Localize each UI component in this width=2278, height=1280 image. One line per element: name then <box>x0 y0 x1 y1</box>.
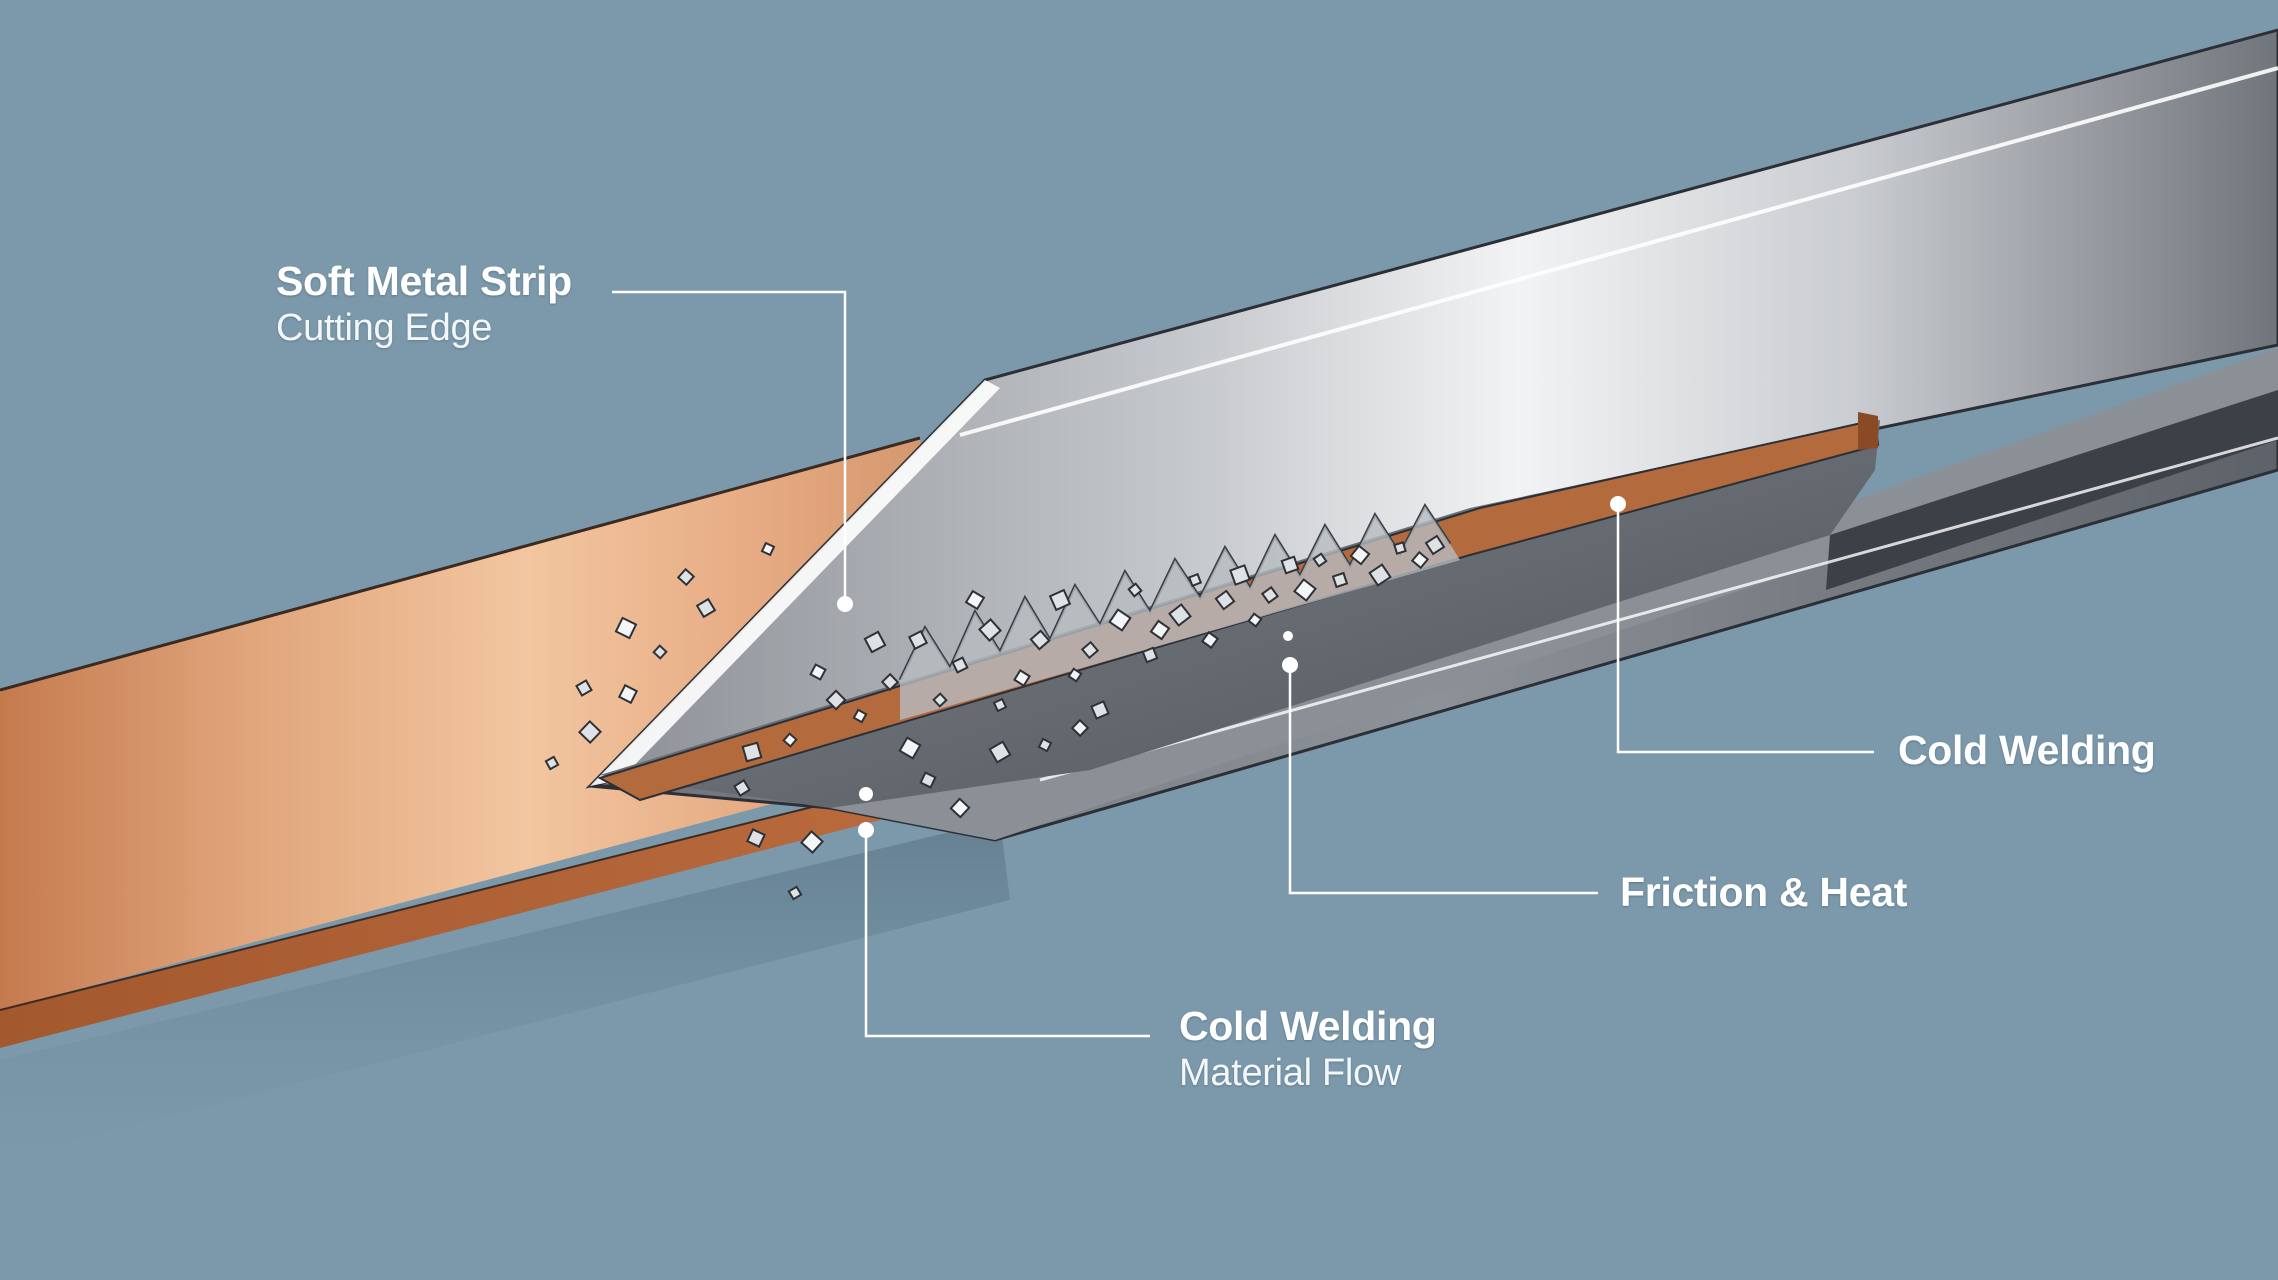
debris-particle <box>782 732 798 748</box>
debris-particle <box>1424 534 1446 556</box>
debris-particle <box>614 616 638 640</box>
debris-particle <box>1187 572 1203 588</box>
label-cold-welding-right-title: Cold Welding <box>1898 727 2156 773</box>
debris-particle <box>1127 582 1143 598</box>
debris-particle <box>741 741 763 763</box>
debris-particle <box>787 885 803 901</box>
debris-particle <box>825 689 847 711</box>
debris-particle <box>919 771 937 789</box>
blade-lower-highlight <box>1039 436 2278 782</box>
callout-dots <box>837 496 1626 838</box>
label-soft-metal-strip-subtitle: Cutting Edge <box>276 307 493 349</box>
debris-particle <box>1029 629 1051 651</box>
debris-particle <box>1108 608 1132 632</box>
debris-particle <box>988 740 1012 764</box>
debris-particle <box>852 708 868 724</box>
blade-dark-groove <box>1826 390 2278 590</box>
label-friction-heat: Friction & Heat <box>1620 868 1907 916</box>
debris-particle <box>1368 563 1392 587</box>
debris-particle <box>1090 700 1110 720</box>
callout-line-friction <box>1288 667 1598 895</box>
debris-particle <box>1349 544 1371 566</box>
debris-particle <box>575 679 593 697</box>
callout-dot-cold-welding-bottom-upper <box>859 787 873 801</box>
label-cold-welding-bottom-subtitle: Material Flow <box>1179 1052 1402 1094</box>
label-cold-welding-bottom: Cold Welding Material Flow <box>1179 1002 1437 1096</box>
debris-particle <box>577 719 603 745</box>
callout-dot-friction-small <box>1283 631 1293 641</box>
debris-particle <box>1393 541 1407 555</box>
debris-particle <box>1293 578 1317 602</box>
debris-particles <box>544 534 1446 901</box>
callout-line-cold-welding-right <box>1616 502 1874 754</box>
label-soft-metal-strip-title: Soft Metal Strip <box>276 258 572 304</box>
debris-particle <box>617 683 639 705</box>
debris-particle <box>977 617 1003 643</box>
debris-particle <box>1013 669 1031 687</box>
copper-strip-edge <box>0 436 921 692</box>
debris-particle <box>907 629 929 651</box>
debris-particle <box>1168 603 1192 627</box>
debris-particle <box>1280 555 1300 575</box>
debris-particle <box>760 541 776 557</box>
debris-particle <box>1247 612 1263 628</box>
callout-dot-cold-welding-right <box>1610 496 1626 512</box>
cast-shadow <box>0 820 1010 1160</box>
debris-particle <box>676 567 696 587</box>
copper-strip-bottom-edge <box>0 789 881 1011</box>
label-soft-metal-strip: Soft Metal Strip Cutting Edge <box>276 257 572 351</box>
debris-particle <box>1141 646 1159 664</box>
debris-particle <box>1229 564 1251 586</box>
debris-particle <box>1067 667 1083 683</box>
debris-particle <box>898 736 922 760</box>
callout-line-cold-welding-bottom <box>864 830 1150 1038</box>
debris-particle <box>949 797 971 819</box>
callout-dot-friction <box>1282 657 1298 673</box>
debris-particle <box>799 829 825 855</box>
debris-particle <box>992 697 1008 713</box>
debris-particle <box>964 589 986 611</box>
debris-particle <box>695 597 717 619</box>
debris-particle <box>1312 552 1328 568</box>
debris-particle <box>863 630 887 654</box>
debris-particle <box>1037 737 1053 753</box>
debris-particle <box>1149 619 1171 641</box>
debris-particle <box>880 672 900 692</box>
debris-particle <box>1214 589 1236 611</box>
label-cold-welding-bottom-title: Cold Welding <box>1179 1003 1437 1049</box>
callout-line-soft-metal <box>612 290 847 602</box>
debris-particle <box>652 644 668 660</box>
label-friction-heat-title: Friction & Heat <box>1620 869 1908 915</box>
material-channel-end <box>1858 412 1878 450</box>
callout-dot-soft-metal <box>837 596 853 612</box>
callout-dot-cold-welding-bottom <box>858 822 874 838</box>
debris-particle <box>1331 571 1349 589</box>
debris-particle <box>1048 588 1072 612</box>
debris-particle <box>1080 640 1100 660</box>
debris-particle <box>1410 550 1430 570</box>
debris-particle <box>544 755 560 771</box>
debris-particle <box>733 779 751 797</box>
callout-lines <box>612 290 1874 1038</box>
blade-top-highlight <box>959 66 2278 437</box>
debris-particle <box>746 828 766 848</box>
copper-strip-top <box>0 438 955 1010</box>
debris-particle <box>1260 585 1280 605</box>
label-cold-welding-right: Cold Welding <box>1898 726 2156 774</box>
copper-strip-side <box>0 790 880 1048</box>
debris-particle <box>951 656 969 674</box>
blade-bevel-face <box>590 380 1000 786</box>
debris-particle <box>809 663 827 681</box>
debris-particle <box>1200 630 1220 650</box>
debris-particle <box>1070 718 1090 738</box>
debris-particle <box>932 692 948 708</box>
